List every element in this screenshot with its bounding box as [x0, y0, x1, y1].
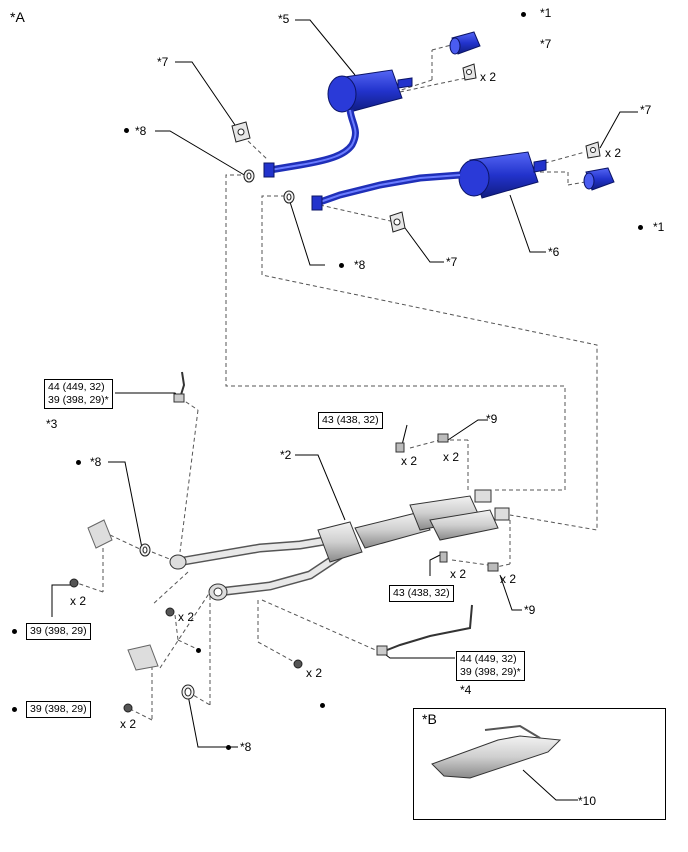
bolts-springs [395, 433, 499, 572]
rubber-supports [231, 63, 601, 233]
bullet-dot [124, 128, 129, 133]
bullet-dot [76, 460, 81, 465]
quantity-x2: x 2 [178, 610, 195, 624]
tail-pipe-right [583, 167, 615, 191]
bullet-dot [638, 225, 643, 230]
bullet-dot [320, 703, 325, 708]
callout-6: *6 [548, 245, 560, 259]
section-b-frame [413, 708, 666, 820]
bullet-dot [12, 707, 17, 712]
quantity-x2: x 2 [401, 454, 418, 468]
section-a-label: *A [10, 9, 25, 25]
callout-8-left: *8 [135, 124, 147, 138]
callout-7-left: *7 [157, 55, 169, 69]
dashed-guide-lines [73, 43, 598, 721]
torque-spec-sensor-3: 44 (449, 32) 39 (398, 29)* [44, 379, 113, 409]
quantity-x2: x 2 [443, 450, 460, 464]
gaskets [139, 169, 295, 700]
main-muffler-right [311, 151, 547, 211]
torque-spec-nut-bottom: 39 (398, 29) [26, 701, 91, 718]
torque-spec-sensor-4: 44 (449, 32) 39 (398, 29)* [456, 651, 525, 681]
callout-7-mid: *7 [446, 255, 458, 269]
callout-3: *3 [46, 417, 58, 431]
bullet-dot [339, 263, 344, 268]
torque-line: 44 (449, 32) [460, 653, 517, 665]
callout-1-top: *1 [540, 6, 552, 20]
bullet-dot [521, 12, 526, 17]
callout-9-top: *9 [486, 412, 498, 426]
air-fuel-sensor-3 [173, 371, 186, 403]
front-exhaust-pipe-assembly [169, 489, 510, 601]
callout-10: *10 [578, 794, 597, 808]
callout-8-mid: *8 [354, 258, 366, 272]
torque-line: 44 (449, 32) [48, 381, 105, 393]
callout-9-bottom: *9 [524, 603, 536, 617]
callout-5: *5 [278, 12, 290, 26]
quantity-x2: x 2 [605, 146, 622, 160]
callout-7-right: *7 [640, 103, 652, 117]
oxygen-sensor-4 [376, 604, 473, 656]
torque-spec-bolt-top: 43 (438, 32) [318, 412, 383, 429]
torque-spec-nut-left: 39 (398, 29) [26, 623, 91, 640]
callout-8-bottom: *8 [240, 740, 252, 754]
engine-under-cover [431, 724, 562, 779]
callout-2: *2 [280, 448, 292, 462]
quantity-x2: x 2 [480, 70, 497, 84]
heat-insulators [87, 519, 159, 671]
torque-spec-bolt-right: 43 (438, 32) [389, 585, 454, 602]
quantity-x2: x 2 [306, 666, 323, 680]
nuts [69, 578, 303, 713]
callout-8-left2: *8 [90, 455, 102, 469]
main-muffler-left [263, 69, 413, 178]
bullet-dot [196, 648, 201, 653]
callout-4: *4 [460, 683, 472, 697]
callout-7-top: *7 [540, 37, 552, 51]
section-b-label: *B [422, 711, 437, 727]
quantity-x2: x 2 [70, 594, 87, 608]
quantity-x2: x 2 [450, 567, 467, 581]
torque-line: 39 (398, 29)* [460, 666, 521, 678]
torque-line: 39 (398, 29)* [48, 394, 109, 406]
quantity-x2: x 2 [500, 572, 517, 586]
callout-1-right: *1 [653, 220, 665, 234]
quantity-x2: x 2 [120, 717, 137, 731]
bullet-dot [226, 745, 231, 750]
tail-pipe-top [449, 31, 481, 55]
bullet-dot [12, 629, 17, 634]
